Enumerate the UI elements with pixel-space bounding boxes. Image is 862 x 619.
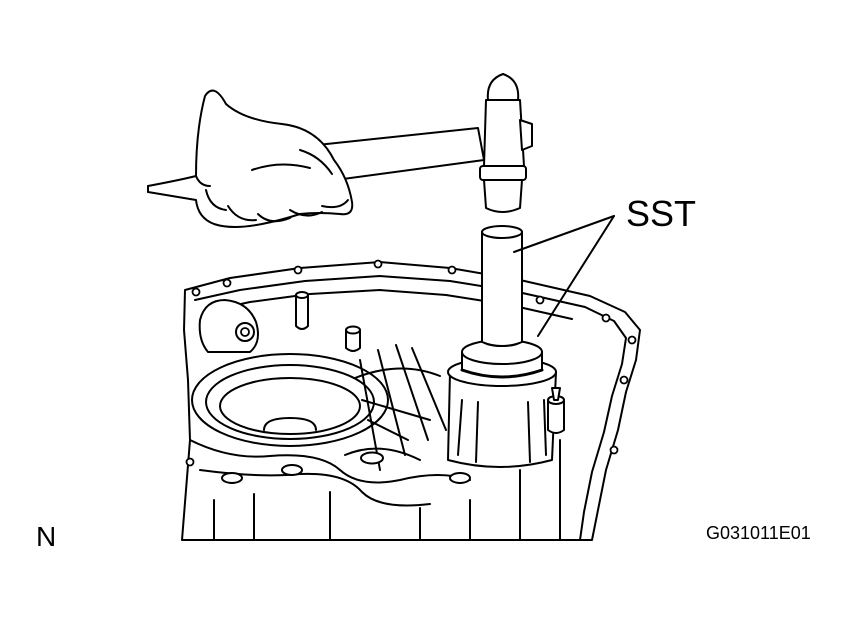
dowel-pins xyxy=(295,291,361,352)
hand xyxy=(147,89,354,228)
case-boss xyxy=(198,299,259,353)
sst-tool xyxy=(460,225,544,379)
case-lower-flange xyxy=(189,439,561,541)
case-bore xyxy=(191,353,389,447)
sst-callout xyxy=(513,215,615,337)
sst-shaft xyxy=(481,225,523,347)
sst-label: SST xyxy=(626,193,696,234)
sst-collar xyxy=(460,333,544,379)
transaxle-case xyxy=(181,259,641,541)
case-ribs xyxy=(344,344,447,471)
view-letter-label: N xyxy=(36,521,56,552)
case-stud xyxy=(547,387,565,434)
figure-code-label: G031011E01 xyxy=(706,523,811,543)
rim-bolt-holes xyxy=(185,259,637,467)
